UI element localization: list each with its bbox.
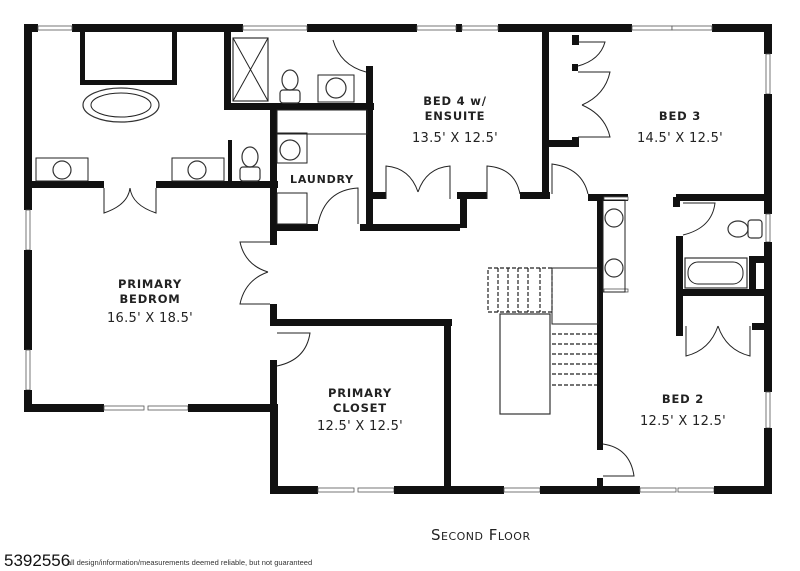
bed4-name-line1: BED 4 w/ bbox=[423, 94, 487, 108]
room-label-primary-bedroom: PRIMARY BEDROM bbox=[90, 277, 210, 307]
listing-id: 5392556 bbox=[4, 551, 71, 570]
floor-title: Second Floor bbox=[431, 526, 531, 544]
laundry-name: LAUNDRY bbox=[290, 173, 354, 186]
room-label-bed4: BED 4 w/ ENSUITE bbox=[385, 94, 525, 124]
primary-bedroom-name-line2: BEDROM bbox=[119, 292, 181, 306]
primary-closet-name-line2: CLOSET bbox=[333, 401, 387, 415]
doors bbox=[103, 39, 751, 477]
primary-bedroom-dimensions: 16.5' X 18.5' bbox=[106, 311, 194, 326]
room-label-primary-closet: PRIMARY CLOSET bbox=[300, 386, 420, 416]
fixtures bbox=[35, 30, 763, 415]
bed3-dimensions: 14.5' X 12.5' bbox=[636, 131, 724, 146]
primary-closet-dimensions: 12.5' X 12.5' bbox=[316, 419, 404, 434]
room-label-laundry: LAUNDRY bbox=[282, 172, 362, 187]
primary-closet-name-line1: PRIMARY bbox=[327, 386, 393, 400]
disclaimer-text: all design/information/measurements deem… bbox=[67, 558, 313, 567]
room-label-bed3: BED 3 bbox=[620, 109, 740, 124]
bed2-name: BED 2 bbox=[661, 392, 705, 406]
bed4-name-line2: ENSUITE bbox=[424, 109, 486, 123]
room-label-bed2: BED 2 bbox=[623, 392, 743, 407]
bed3-name: BED 3 bbox=[658, 109, 702, 123]
bed4-dimensions: 13.5' X 12.5' bbox=[411, 131, 499, 146]
interior-walls bbox=[24, 30, 772, 491]
primary-bedroom-name-line1: PRIMARY bbox=[117, 277, 183, 291]
bed2-dimensions: 12.5' X 12.5' bbox=[639, 414, 727, 429]
